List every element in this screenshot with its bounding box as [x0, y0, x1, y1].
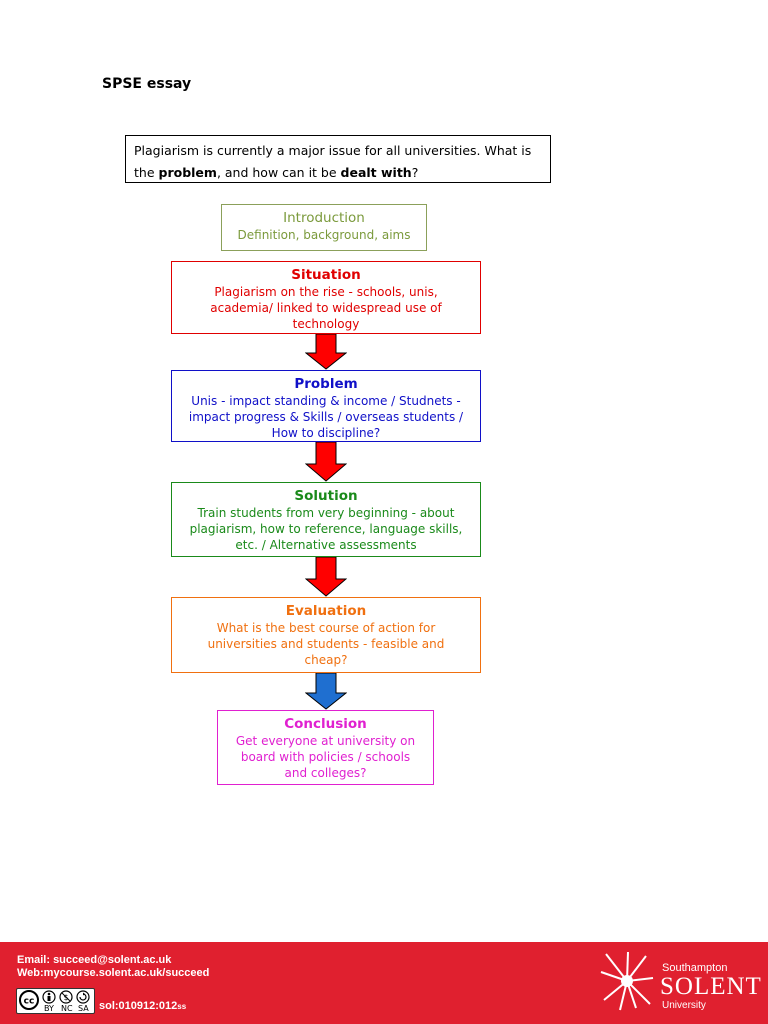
creative-commons-badge: cc $ BY NC SA [16, 988, 95, 1014]
question-bold-problem: problem [158, 165, 217, 180]
document-title: SPSE essay [102, 76, 192, 92]
essay-question-box: Plagiarism is currently a major issue fo… [125, 135, 551, 183]
solent-logo-icon [600, 951, 654, 1011]
footer-code-main: sol:010912:012 [99, 1000, 178, 1012]
arrow-situation-to-problem [305, 334, 347, 370]
introduction-box: Introduction Definition, background, aim… [221, 204, 427, 251]
conclusion-text: Get everyone at university on board with… [235, 734, 416, 780]
solution-heading: Solution [294, 488, 358, 504]
evaluation-heading: Evaluation [285, 603, 367, 619]
situation-text: Plagiarism on the rise - schools, unis, … [210, 285, 442, 331]
question-text-1: Plagiarism is currently a major issue fo… [134, 143, 532, 180]
question-text-3: ? [411, 165, 419, 180]
question-text-2: , and how can it be [216, 165, 341, 180]
footer-web[interactable]: Web:mycourse.solent.ac.uk/succeed [17, 967, 210, 979]
solution-box: Solution Train students from very beginn… [171, 482, 481, 557]
svg-text:cc: cc [24, 997, 35, 1007]
introduction-heading: Introduction [283, 210, 365, 226]
cc-icon: cc [19, 990, 39, 1010]
cc-by-label: BY [44, 1004, 54, 1013]
evaluation-text: What is the best course of action for un… [207, 621, 445, 667]
problem-text: Unis - impact standing & income / Studne… [188, 394, 464, 440]
problem-box: Problem Unis - impact standing & income … [171, 370, 481, 442]
arrow-solution-to-evaluation [305, 557, 347, 597]
conclusion-box: Conclusion Get everyone at university on… [217, 710, 434, 785]
conclusion-heading: Conclusion [284, 716, 367, 732]
introduction-text: Definition, background, aims [237, 228, 411, 242]
cc-sa-label: SA [78, 1004, 89, 1013]
logo-line-university: University [662, 1000, 706, 1011]
solution-text: Train students from very beginning - abo… [189, 506, 463, 552]
footer-code: sol:010912:012ss [99, 1000, 186, 1012]
problem-heading: Problem [294, 376, 358, 392]
by-icon [42, 990, 56, 1004]
arrow-problem-to-solution [305, 442, 347, 482]
cc-nc-label: NC [61, 1004, 73, 1013]
footer-email[interactable]: Email: succeed@solent.ac.uk [17, 954, 172, 966]
footer-code-suffix: ss [177, 1002, 187, 1011]
sa-icon [76, 990, 90, 1004]
arrow-evaluation-to-conclusion [305, 673, 347, 710]
nc-icon: $ [59, 990, 73, 1004]
situation-heading: Situation [291, 267, 361, 283]
question-bold-dealt-with: dealt with [340, 165, 412, 180]
logo-line-solent: SOLENT [660, 973, 762, 1000]
situation-box: Situation Plagiarism on the rise - schoo… [171, 261, 481, 334]
footer-bar: Email: succeed@solent.ac.uk Web:mycourse… [0, 942, 768, 1024]
logo-line-southampton: Southampton [662, 962, 728, 974]
evaluation-box: Evaluation What is the best course of ac… [171, 597, 481, 673]
